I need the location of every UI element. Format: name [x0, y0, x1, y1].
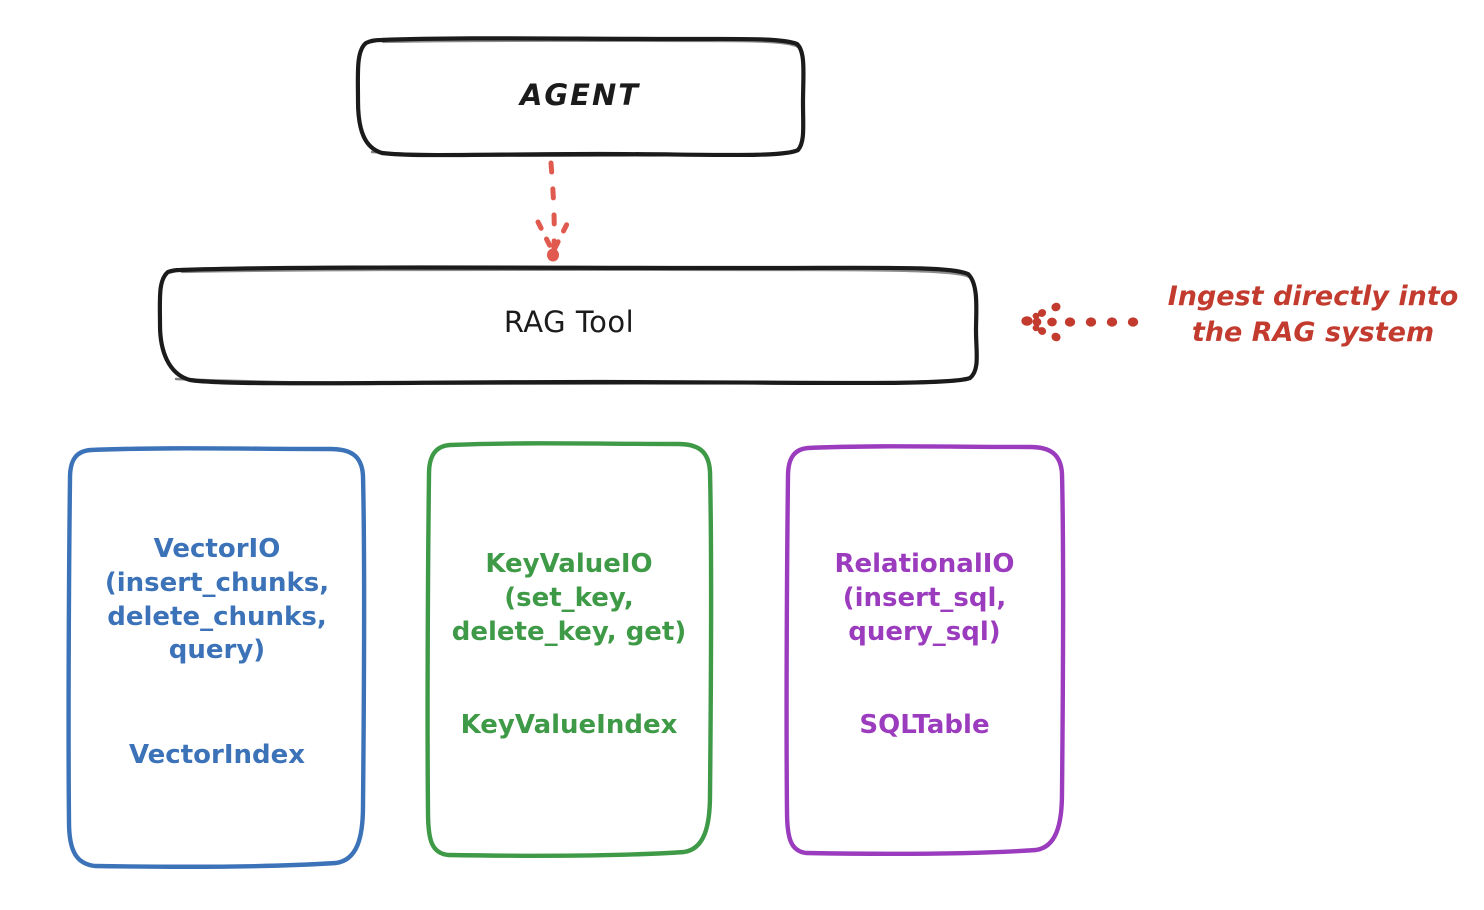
vector-io-box[interactable] [66, 446, 367, 870]
ingest-annotation-label: Ingest directly into the RAG system [1167, 281, 1459, 348]
agent-box[interactable] [355, 36, 806, 158]
ingest-arrow-icon [1021, 302, 1139, 342]
keyvalue-io-box[interactable] [425, 441, 714, 859]
agent-to-rag-connector [535, 160, 571, 262]
rag-tool-box[interactable] [157, 265, 979, 386]
relational-io-box[interactable] [784, 444, 1066, 857]
